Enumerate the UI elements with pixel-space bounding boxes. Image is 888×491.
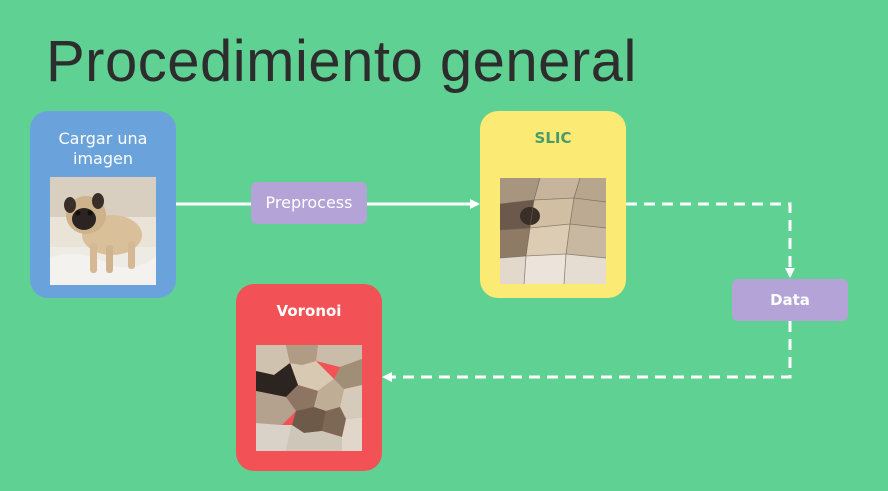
edge-slic-to-data [626, 202, 795, 278]
node-slic-label: SLIC [534, 129, 572, 147]
edge-data-to-voronoi [382, 321, 792, 382]
node-load-image: Cargar una imagen [30, 111, 176, 298]
node-voronoi-label: Voronoi [276, 302, 342, 320]
node-data: Data [732, 279, 848, 321]
node-slic: SLIC [480, 111, 626, 298]
node-preprocess: Preprocess [251, 182, 367, 224]
voronoi-mosaic-image [256, 345, 362, 451]
node-load-label: Cargar una imagen [58, 129, 148, 168]
pug-photo-image [50, 177, 156, 285]
pug-superpixels-image [500, 178, 606, 284]
page-title: Procedimiento general [46, 29, 637, 94]
node-voronoi: Voronoi [236, 284, 382, 471]
